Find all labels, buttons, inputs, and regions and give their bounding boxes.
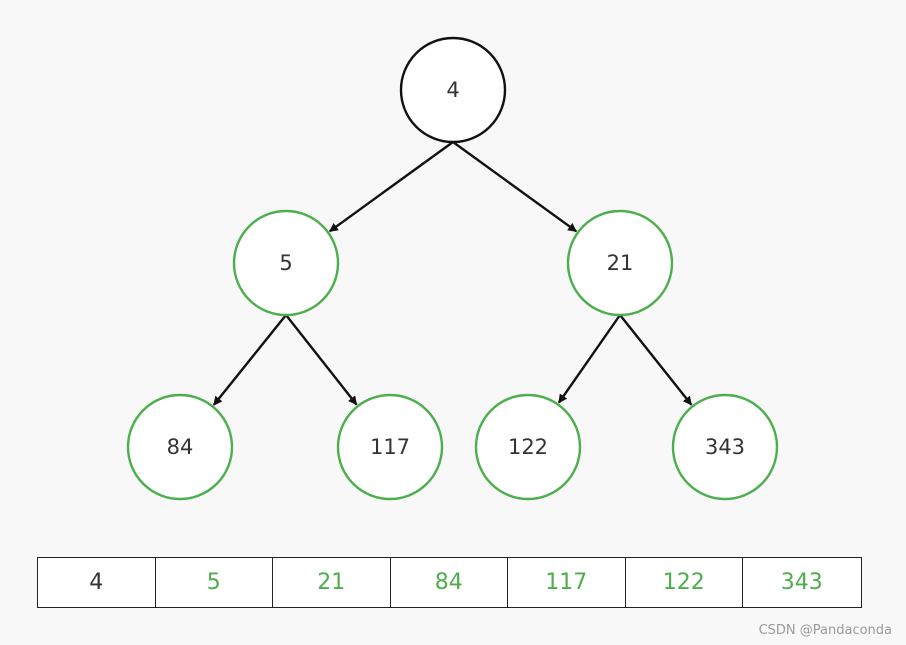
tree-node: 4 (399, 36, 507, 144)
array-cell: 117 (508, 558, 626, 607)
tree-node-label: 4 (446, 78, 459, 102)
tree-node: 21 (566, 209, 674, 317)
tree-node-label: 343 (705, 435, 745, 459)
tree-node-label: 122 (508, 435, 548, 459)
tree-node-circle (566, 209, 674, 317)
tree-node-circle (232, 209, 340, 317)
tree-nodes: 4 5 21 84 117 122 343 (126, 36, 779, 501)
array-cell: 5 (156, 558, 273, 607)
tree-node-circle (126, 393, 234, 501)
tree-edge-arrow (285, 314, 358, 406)
tree-node-label: 84 (167, 435, 194, 459)
array-cell: 4 (38, 558, 156, 607)
array-cell: 21 (273, 558, 391, 607)
tree-edge-arrow (452, 141, 578, 233)
tree-node: 5 (232, 209, 340, 317)
array-cell: 122 (626, 558, 743, 607)
tree-node: 122 (474, 393, 582, 501)
tree-node-label: 117 (370, 435, 410, 459)
tree-node-circle (671, 393, 779, 501)
tree-node: 343 (671, 393, 779, 501)
tree-node: 84 (126, 393, 234, 501)
heap-array: 4 5 21 84 117 122 343 (37, 557, 862, 608)
tree-node: 117 (336, 393, 444, 501)
tree-node-circle (399, 36, 507, 144)
tree-node-label: 5 (279, 251, 292, 275)
tree-edge-arrow (328, 141, 454, 233)
tree-node-label: 21 (607, 251, 634, 275)
array-cell: 84 (391, 558, 508, 607)
tree-node-circle (336, 393, 444, 501)
tree-node-circle (474, 393, 582, 501)
tree-edge-arrow (557, 314, 621, 404)
array-cell: 343 (780, 570, 823, 595)
tree-edges (212, 141, 693, 406)
tree-edge-arrow (619, 314, 693, 406)
watermark: CSDN @Pandaconda (758, 623, 892, 638)
tree-edge-arrow (212, 314, 287, 406)
